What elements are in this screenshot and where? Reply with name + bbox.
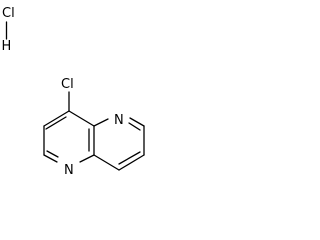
bond-c2-n1-double xyxy=(46,150,59,158)
bond-c2-n1 xyxy=(43,154,58,163)
bond-c4a-n5 xyxy=(93,118,109,127)
ring-nitrogen-lower-label: N xyxy=(64,163,74,178)
hcl-hydrogen-label: H xyxy=(2,39,12,54)
bond-n5-c6-double xyxy=(128,122,141,131)
bond-n5-c6 xyxy=(129,117,145,127)
bond-c7-c8 xyxy=(118,154,145,171)
bond-c4a-c4 xyxy=(68,110,95,127)
chemical-structure: Cl H Cl N N xyxy=(2,6,145,178)
hcl-salt: Cl H xyxy=(2,6,15,54)
ring-nitrogen-upper-label: N xyxy=(114,113,124,128)
hcl-chlorine-label: Cl xyxy=(2,6,15,21)
bond-c4-c3-double xyxy=(45,116,67,130)
bond-c8-c8a xyxy=(93,154,120,171)
bond-n1-c8a xyxy=(79,154,95,163)
substituent-chlorine-label: Cl xyxy=(61,77,74,92)
naphthyridine-rings xyxy=(43,91,145,171)
bond-c7-c8-double xyxy=(118,151,141,165)
bond-c4-c3 xyxy=(43,110,70,127)
